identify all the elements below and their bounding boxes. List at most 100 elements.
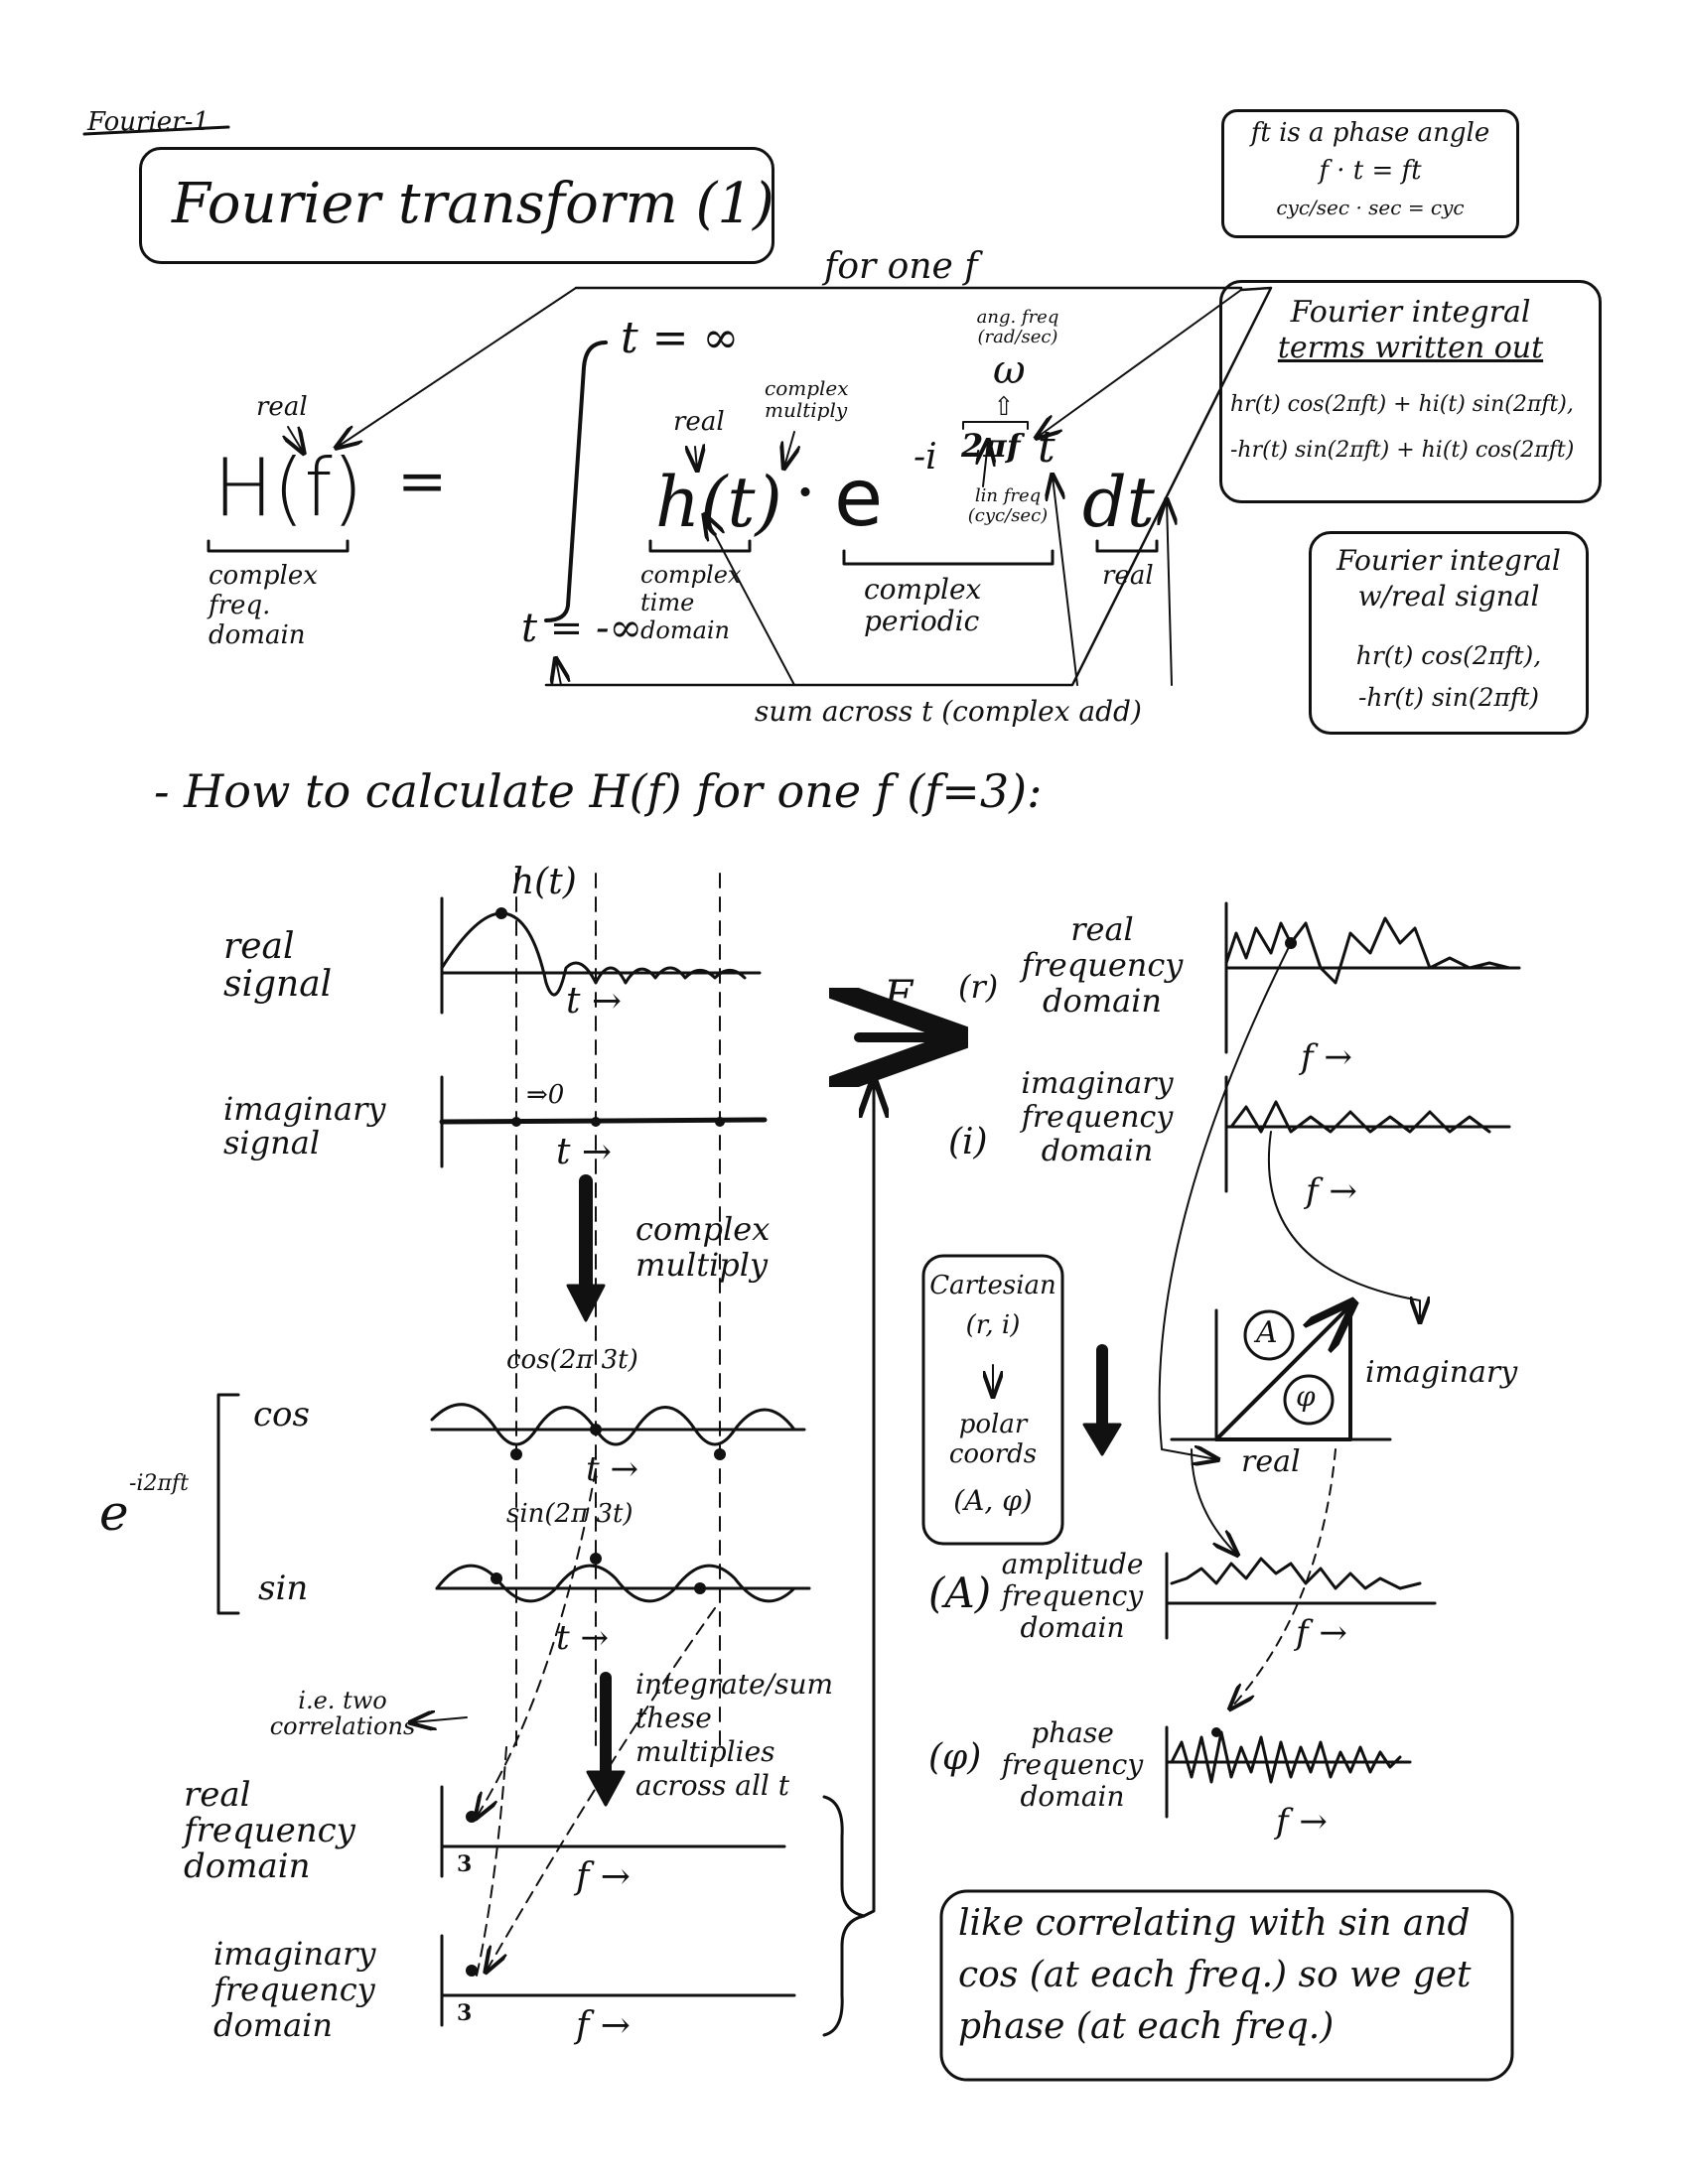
phase-heading: ft is a phase angle (1250, 118, 1490, 148)
polar-coords-label: polar coords (948, 1410, 1038, 1469)
arrow-up-glyph: ⇧ (993, 392, 1015, 422)
dot-imag-1 (511, 1117, 521, 1127)
real-freq-domain-label: real frequency domain (184, 1775, 355, 1886)
title-box: Fourier transform (1) (139, 147, 774, 264)
polar-arrow-head (1082, 1423, 1122, 1456)
page-tag: Fourier-1 (87, 107, 210, 137)
integrate-arrow-head (586, 1770, 626, 1807)
real-row1: hr(t) cos(2πft), (1355, 641, 1542, 670)
e-base: e (834, 452, 884, 544)
real-signal-box: Fourier integral w/real signal hr(t) cos… (1309, 531, 1589, 735)
f-axis-1: f → (576, 1856, 631, 1897)
dot-rfd (466, 1811, 478, 1823)
integral-heading2: terms written out (1277, 331, 1544, 365)
integral-box: Fourier integral terms written out hr(t)… (1219, 280, 1602, 503)
real-signal-curve (440, 911, 747, 997)
amplitude-label: amplitude frequency domain (1001, 1548, 1144, 1644)
a-phi-label: (A, φ) (953, 1484, 1033, 1517)
e-exponent: -i2πft (129, 1471, 189, 1496)
cartesian-box (921, 1254, 1064, 1546)
t-axis-3: t → (586, 1449, 638, 1489)
how-to-heading: - How to calculate H(f) for one f (f=3): (154, 764, 1043, 818)
circle-phi (1283, 1374, 1335, 1426)
exp-minus-i: -i (914, 437, 937, 478)
i-to-polar (1267, 1131, 1420, 1320)
real-label-1: real (256, 392, 308, 422)
r-tag: (r) (958, 968, 999, 1006)
f-axis-a: f → (1296, 1613, 1347, 1653)
A-tag: (A) (928, 1569, 992, 1617)
t-axis-1: t → (566, 981, 623, 1022)
dot-sin-2 (590, 1553, 602, 1565)
dt: dt (1082, 462, 1155, 543)
f-axis-p: f → (1276, 1802, 1328, 1842)
arrow-to-f (338, 287, 577, 447)
i-curve (1229, 1100, 1491, 1134)
cos-curve (430, 1403, 796, 1446)
real-label-3: real (1102, 561, 1154, 591)
e-term: e (99, 1484, 129, 1542)
phi-circle-label: φ (1296, 1380, 1316, 1413)
two-corr-arrow (412, 1717, 468, 1722)
f-axis-r: f → (1301, 1037, 1352, 1077)
real-heading2: w/real signal (1357, 580, 1540, 613)
cm-arrow-head (566, 1284, 606, 1322)
phase-row1: f · t = ft (1319, 156, 1422, 186)
imag-freq-domain-label: imaginary frequency domain (213, 1935, 376, 2044)
real-signal-label: real signal (223, 926, 333, 1005)
dot-cos-3 (714, 1448, 726, 1460)
cartesian-label: Cartesian (929, 1271, 1056, 1300)
sin-wave-label: sin(2π 3t) (506, 1499, 633, 1529)
dot-imag-2 (591, 1117, 601, 1127)
bracket-2pif (962, 421, 1029, 430)
exp-t: t (1038, 422, 1055, 473)
arrow-sum-left (556, 660, 561, 686)
sum-across-t: sum across t (complex add) (755, 695, 1142, 728)
integral-sign (544, 341, 608, 622)
real-heading1: Fourier integral (1336, 544, 1561, 577)
real-label-2: real (673, 407, 725, 437)
complex-multiply-step: complex multiply (635, 1210, 771, 1284)
dash-arrow-3 (476, 1746, 507, 1977)
bracket-ht (648, 539, 752, 553)
omega: ω (993, 347, 1026, 393)
two-pi-f: 2πf (961, 427, 1021, 465)
dot-imag-3 (715, 1117, 725, 1127)
dot-cos-1 (510, 1448, 522, 1460)
h-t-label: h(t) (511, 862, 577, 902)
A-circle-label: A (1256, 1315, 1278, 1350)
cos-wave-label: cos(2π 3t) (506, 1345, 638, 1375)
dot-sin-3 (694, 1582, 706, 1594)
upper-limit: t = ∞ (621, 313, 740, 363)
dot: · (794, 452, 817, 533)
integral-parallelogram (544, 286, 1273, 687)
dot-ifd (466, 1965, 478, 1977)
phase-curve (1170, 1730, 1402, 1784)
h-t: h(t) (655, 462, 782, 543)
complex-freq-domain: complex freq. domain (209, 561, 318, 650)
curly-brace (822, 1795, 866, 2037)
circle-A (1243, 1309, 1295, 1361)
arrow-to-2pif (1038, 289, 1242, 437)
to-zero: ⇒0 (526, 1080, 565, 1110)
bracket-hf (207, 539, 350, 553)
real-freq-right: real frequency domain (1021, 910, 1184, 1020)
arrow-lin-freq (983, 442, 988, 487)
imaginary-axis-label: imaginary (1365, 1355, 1518, 1390)
amp-curve (1170, 1557, 1422, 1590)
ri-label: (r, i) (965, 1310, 1021, 1340)
arrow-real1 (288, 426, 303, 452)
integral-row2: -hr(t) sin(2πft) + hi(t) cos(2πft) (1230, 438, 1575, 463)
bracket-dt (1095, 539, 1159, 553)
complex-multiply-label: complex multiply (765, 376, 849, 422)
bracket-exp (842, 549, 1055, 566)
imag-signal-axis-h (439, 1117, 768, 1125)
polar-to-phase (1231, 1448, 1336, 1707)
title: Fourier transform (1) (172, 172, 774, 236)
sin-label: sin (258, 1569, 309, 1608)
integral-row1: hr(t) cos(2πft) + hi(t) sin(2πft), (1230, 392, 1574, 417)
real-row2: -hr(t) sin(2πft) (1357, 683, 1540, 712)
integral-heading1: Fourier integral (1290, 295, 1531, 330)
arrow-sum-dt (1167, 501, 1172, 686)
